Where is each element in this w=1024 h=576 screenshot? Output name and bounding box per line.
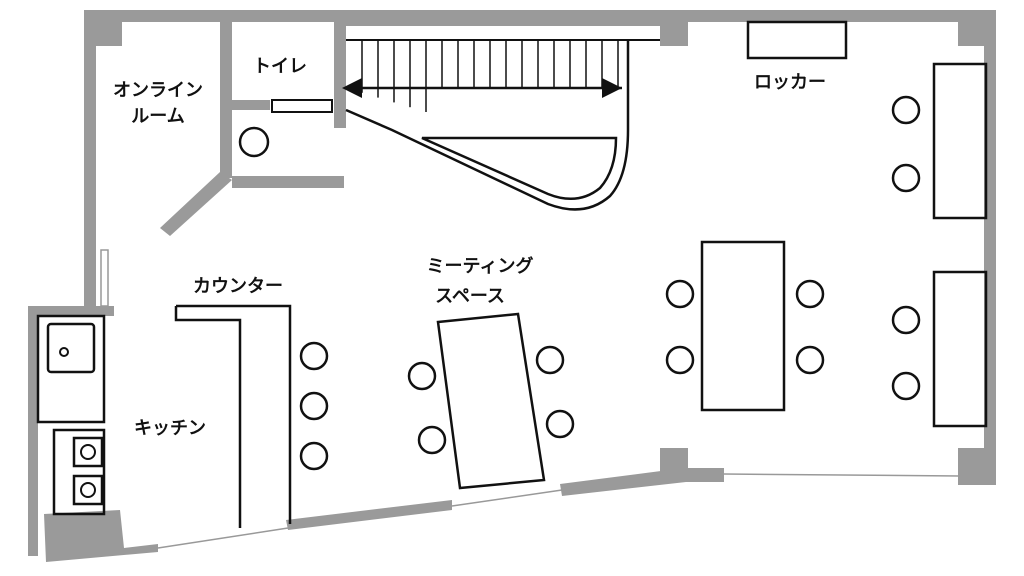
chair	[545, 409, 575, 439]
chair	[299, 441, 329, 471]
label-meeting-2: スペース	[435, 286, 505, 307]
right-table-top	[932, 62, 988, 220]
chair	[299, 391, 329, 421]
chairs	[299, 95, 921, 471]
chair	[891, 305, 921, 335]
meeting-table	[436, 312, 546, 490]
chair	[795, 345, 825, 375]
chair	[891, 371, 921, 401]
label-kitchen: キッチン	[134, 418, 206, 439]
chair	[299, 341, 329, 371]
staircase	[271, 39, 660, 211]
toilet-fixture	[238, 126, 270, 158]
chair	[417, 425, 447, 455]
label-toilet: トイレ	[253, 56, 307, 77]
label-online-room-1: オンライン	[113, 80, 203, 101]
label-counter: カウンター	[193, 276, 283, 297]
chair	[891, 163, 921, 193]
counter	[174, 304, 292, 528]
chair	[535, 345, 565, 375]
label-locker: ロッカー	[754, 72, 826, 93]
right-table-bottom	[932, 270, 988, 428]
chair	[891, 95, 921, 125]
center-table	[700, 240, 786, 412]
tables	[436, 62, 988, 490]
kitchen-fixtures	[36, 314, 106, 516]
chair	[795, 279, 825, 309]
label-online-room-2: ルーム	[131, 106, 184, 127]
chair	[665, 279, 695, 309]
locker	[746, 20, 848, 60]
interior-walls	[160, 18, 660, 236]
chair	[665, 345, 695, 375]
chair	[407, 361, 437, 391]
label-meeting-1: ミーティング	[427, 255, 534, 277]
